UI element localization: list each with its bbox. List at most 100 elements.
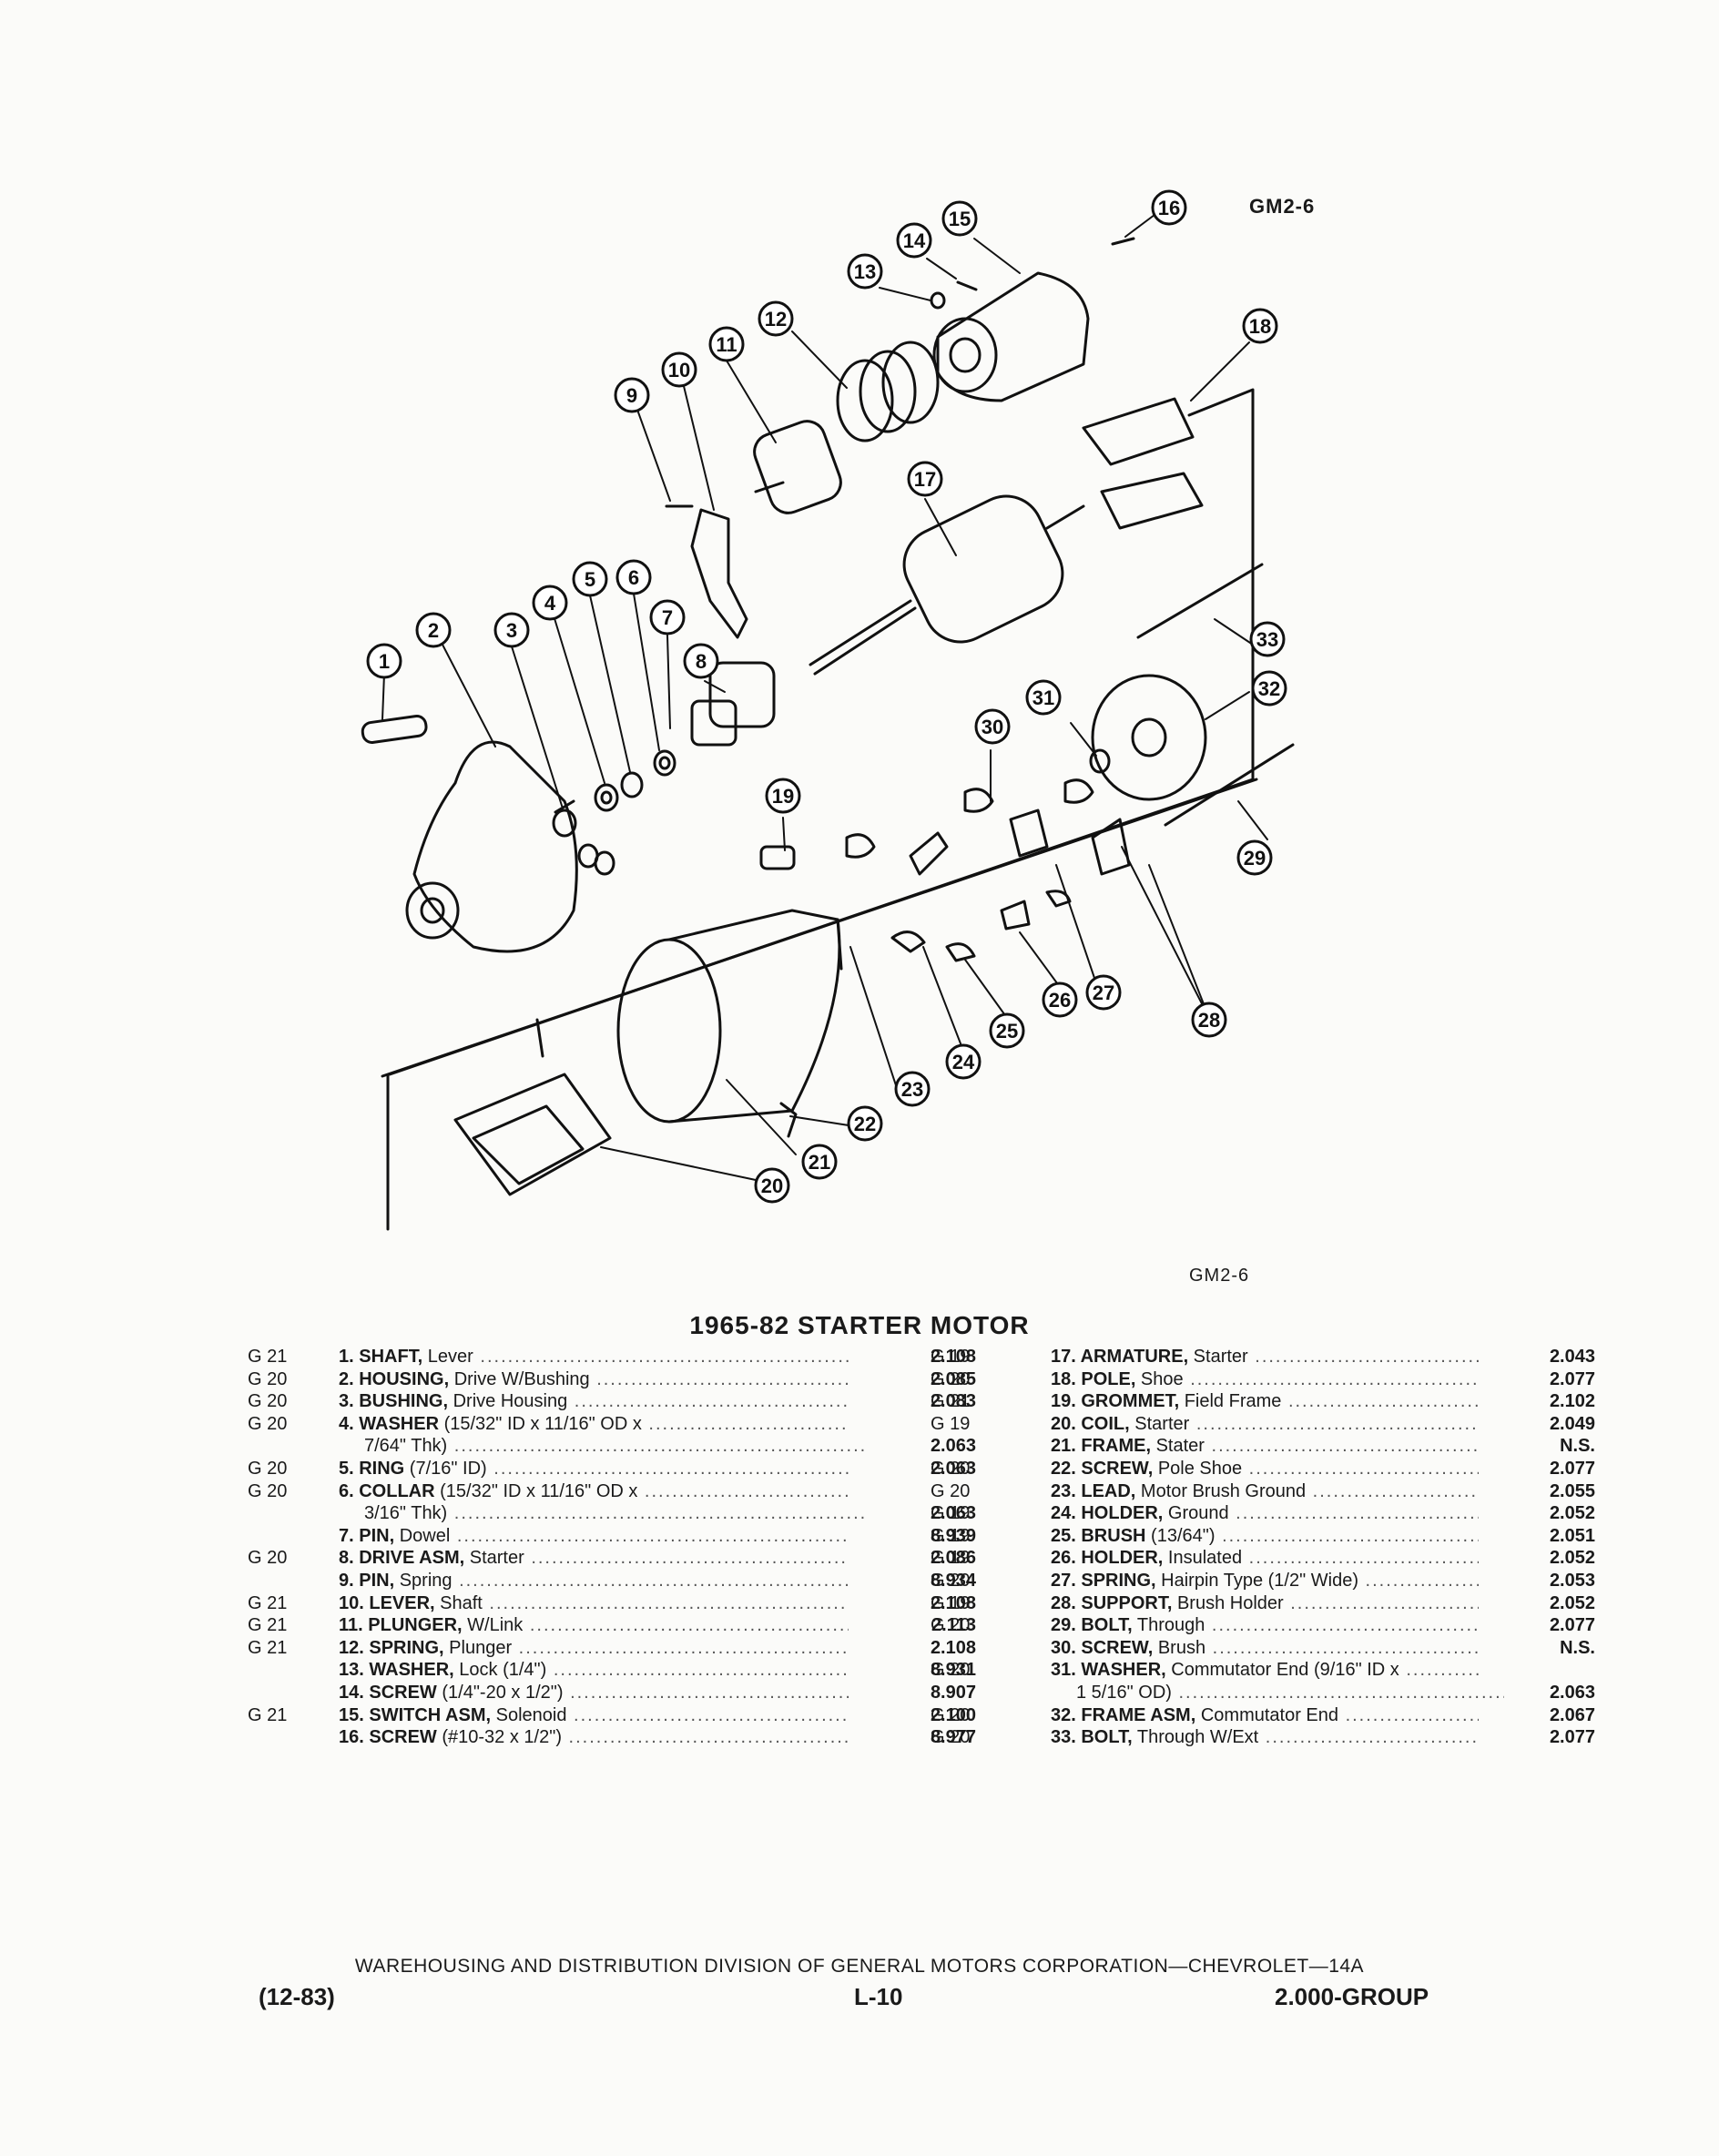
part-name: 15. SWITCH ASM, [339,1704,492,1725]
leader-dots: ........................................… [1190,1368,1479,1389]
part-group-number: N.S. [1560,1637,1595,1658]
part-group-number: 2.102 [1549,1391,1595,1412]
part-detail: Insulated [1163,1548,1243,1569]
callout-label: 33 [1256,628,1278,651]
callout-label: 29 [1244,847,1266,870]
leader-dots: ........................................… [1212,1637,1479,1658]
leader-dots: ........................................… [1248,1458,1479,1479]
callout-32: 32 [1251,670,1287,707]
part-group-number: 2.108 [930,1347,976,1367]
leader-dots: ........................................… [493,1458,849,1479]
part-name: 32. FRAME ASM, [1051,1704,1196,1725]
part-brush-holders [845,778,1131,962]
callout-label: 2 [428,619,439,642]
part-spring-plunger [836,341,940,442]
part-name: 16. SCREW [339,1727,437,1748]
part-detail: (#10-32 x 1/2") [436,1727,562,1748]
part-group-number: 2.049 [1549,1413,1595,1434]
callout-label: 6 [628,566,639,589]
part-detail: Commutator End [1195,1704,1339,1725]
part-group-number: 2.067 [1549,1704,1595,1725]
callout-label: 5 [585,568,595,591]
leader-dots: ........................................… [447,1436,868,1457]
part-group-number: 2.043 [1549,1347,1595,1367]
part-description: 7. PIN, Dowel ..........................… [339,1525,849,1548]
group-code: G 20 [931,1704,971,1725]
part-group-number: 2.108 [930,1592,976,1613]
part-description: 15. SWITCH ASM, Solenoid ...............… [339,1704,849,1727]
part-name: 2. HOUSING, [339,1368,450,1389]
leader-dots: ........................................… [1236,1503,1479,1524]
part-group-number: 8.931 [930,1660,976,1681]
part-detail: Through W/Ext [1132,1727,1259,1748]
leader-dots: ........................................… [1287,1391,1479,1412]
leader-dots: ........................................… [570,1682,849,1703]
callout-label: 27 [1093,981,1114,1004]
part-detail: Drive W/Bushing [449,1368,590,1389]
part-detail: Commutator End (9/16" ID x [1165,1660,1399,1681]
part-description: 11. PLUNGER, W/Link ....................… [339,1614,849,1637]
part-description: 10. LEVER, Shaft .......................… [339,1592,849,1615]
part-name: 23. LEAD, [1051,1480,1136,1501]
part-name: 6. COLLAR [339,1480,435,1501]
part-name: 28. SUPPORT, [1051,1592,1173,1613]
group-code: G 20 [248,1458,288,1479]
group-code: G 20 [248,1368,288,1389]
callout-label: 4 [544,592,556,615]
part-description: 17. ARMATURE, Starter ..................… [1051,1346,1479,1368]
group-code: G 20 [931,1660,971,1681]
leader-dots: ........................................… [452,1570,849,1591]
part-description: 5. RING (7/16" ID) .....................… [339,1458,849,1480]
leader-dots: ........................................… [574,1704,849,1725]
part-description: 28. SUPPORT, Brush Holder ..............… [1051,1592,1479,1615]
part-detail: Ground [1163,1503,1229,1524]
part-group-number: 2.052 [1549,1503,1595,1524]
part-description: 12. SPRING, Plunger ....................… [339,1637,849,1660]
part-name: 8. DRIVE ASM, [339,1548,465,1569]
part-name: 19. GROMMET, [1051,1391,1180,1412]
callout-11: 11 [708,326,745,362]
leader-dots: ........................................… [1211,1436,1480,1457]
part-group-number: 2.051 [1549,1525,1595,1546]
part-group-number: 2.077 [1549,1458,1595,1479]
group-code: G 20 [931,1368,971,1389]
exploded-parts-diagram: 1234567891011121314151617181920212223242… [361,189,1295,1231]
part-group-number: 8.907 [930,1682,976,1703]
group-code: G 19 [931,1347,971,1367]
part-description: 3. BUSHING, Drive Housing ..............… [339,1390,849,1413]
part-name: 31. WASHER, [1051,1660,1166,1681]
callout-29: 29 [1236,839,1273,876]
part-group-number: 2.085 [930,1368,976,1389]
part-name: 17. ARMATURE, [1051,1347,1189,1367]
part-description: 13. WASHER, Lock (1/4") ................… [339,1659,849,1682]
part-description: 32. FRAME ASM, Commutator End ..........… [1051,1704,1479,1727]
part-group-number: 2.077 [1549,1615,1595,1636]
callout-label: 25 [996,1020,1018,1042]
part-description: 24. HOLDER, Ground .....................… [1051,1502,1479,1525]
part-group-number: 2.055 [1549,1480,1595,1501]
callout-label: 15 [949,208,971,230]
group-code: G 20 [931,1480,971,1501]
callout-13: 13 [847,253,883,290]
part-through-bolt-ext [1136,563,1264,639]
part-collar [653,749,676,777]
group-code: G 21 [248,1704,288,1725]
callout-8: 8 [683,643,719,679]
callout-3: 3 [493,612,530,648]
part-description: 2. HOUSING, Drive W/Bushing ............… [339,1368,849,1391]
part-description: 1. SHAFT, Lever ........................… [339,1346,849,1368]
part-group-number: 2.086 [930,1548,976,1569]
part-detail: (13/64") [1145,1525,1216,1546]
leader-dots: ........................................… [1406,1660,1479,1681]
callout-2: 2 [415,612,452,648]
callout-31: 31 [1025,679,1062,716]
part-lever [690,508,748,639]
part-group-number: N.S. [1560,1436,1595,1457]
part-detail: Spring [394,1570,453,1591]
part-description: 23. LEAD, Motor Brush Ground ...........… [1051,1480,1479,1503]
callout-18: 18 [1242,308,1278,344]
part-name: 20. COIL, [1051,1413,1130,1434]
footer-division: WAREHOUSING AND DISTRIBUTION DIVISION OF… [354,1956,1365,1977]
callout-label: 9 [626,384,637,407]
part-detail: (1/4"-20 x 1/2") [436,1682,564,1703]
